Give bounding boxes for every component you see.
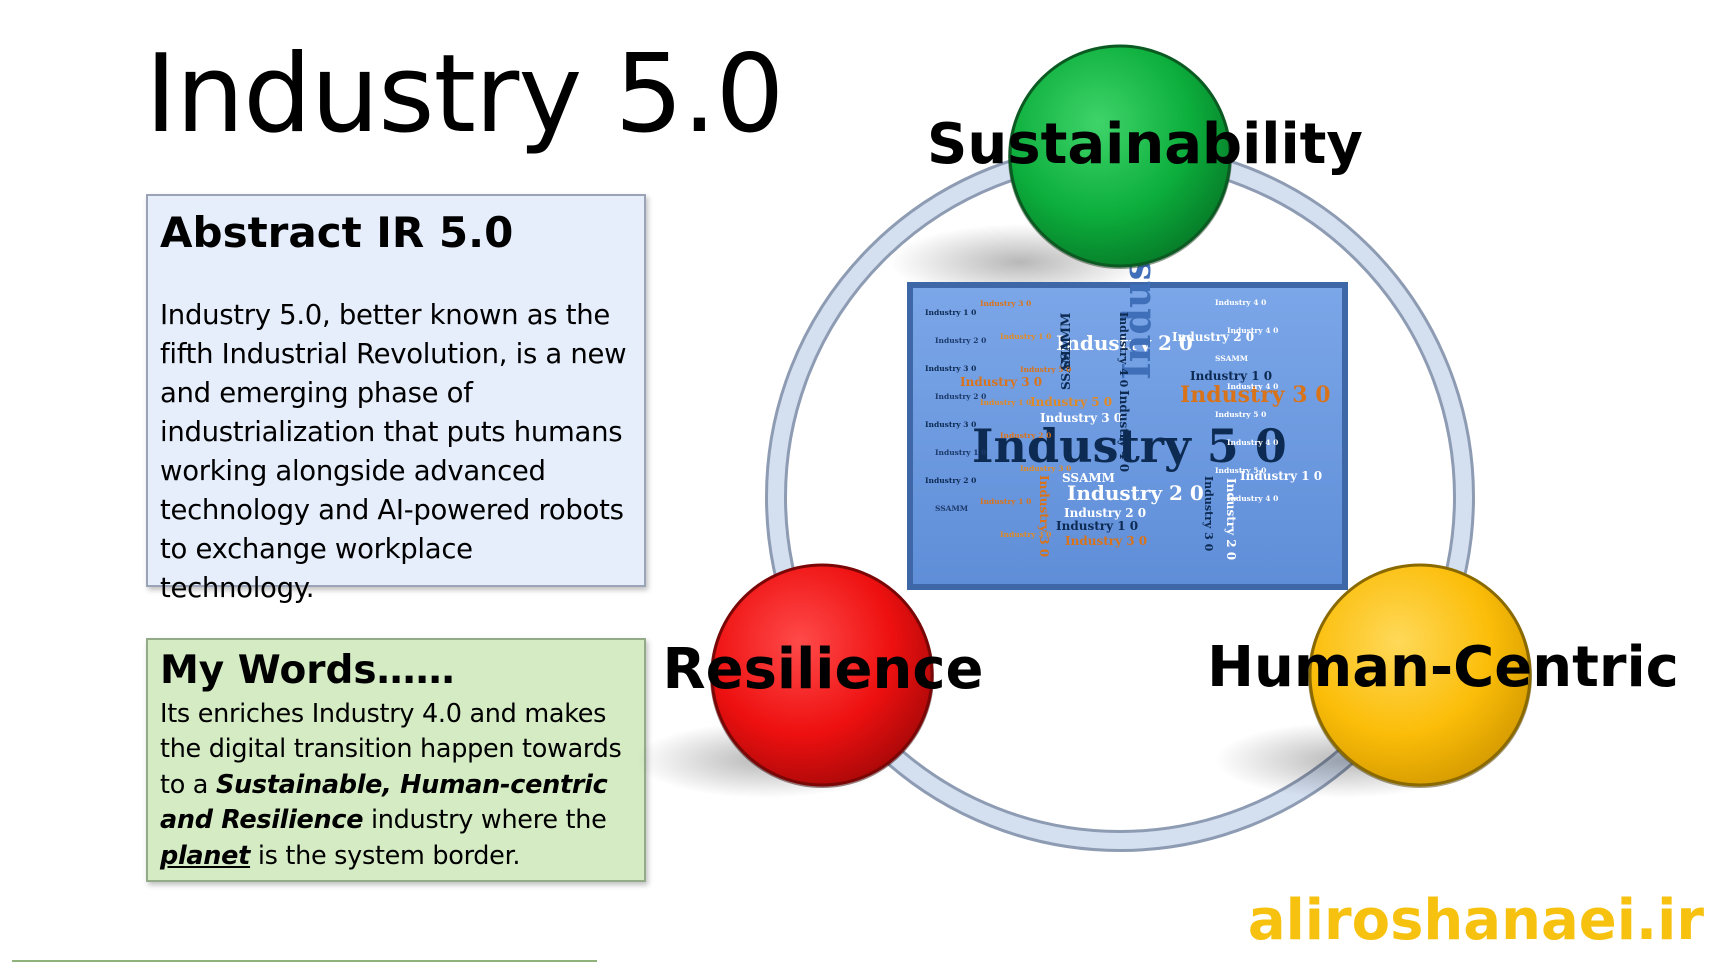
word-cloud-word: Industry 2 0 [1067, 481, 1204, 505]
abstract-body: Industry 5.0, better known as the fifth … [160, 299, 627, 605]
word-cloud-word: Industry 2 0 [925, 476, 976, 485]
word-cloud-word: Industry 1 0 [1056, 519, 1138, 533]
word-cloud-word: Industry 1 0 [925, 308, 976, 317]
word-cloud-word: Industry 5 0 [972, 419, 1287, 473]
word-cloud-word: Industry 3 0 [1000, 530, 1051, 539]
page-title: Industry 5.0 [145, 32, 784, 157]
my-words-text-1: Its enriches Industry 4.0 and makes the … [160, 698, 622, 800]
word-cloud-word: Industry 1 0 [1000, 332, 1051, 341]
human-centric-circle [1308, 563, 1532, 787]
word-cloud-word: SSAMM [1059, 337, 1073, 390]
word-cloud-word: SSAMM [935, 504, 968, 513]
word-cloud-word: Industry 4 0 [1117, 390, 1131, 472]
word-cloud-word: Industry 4 0 [1117, 312, 1130, 388]
resilience-circle [710, 563, 934, 787]
my-words-emphasis: Sustainable, Human-centric and Resilienc… [160, 769, 608, 836]
word-cloud-word: Industry 1 0 [980, 497, 1031, 506]
word-cloud-word: Industry 1 0 [1190, 369, 1272, 383]
word-cloud-word: SSAMM [1059, 313, 1074, 370]
word-cloud-word: Industry 3 0 [980, 299, 1031, 308]
word-cloud-word: Industry 2 0 [935, 392, 986, 401]
word-cloud-word: Industry 2 0 [1064, 506, 1146, 520]
word-cloud-word: Industry 3 0 [1202, 476, 1215, 552]
word-cloud-word: Industry 2 0 [1224, 478, 1238, 560]
word-cloud-background [913, 288, 1342, 584]
word-cloud-word: Industry 4 0 [1215, 298, 1266, 307]
word-cloud-word: SSAMM [1215, 354, 1248, 363]
my-words-heading: My Words…… [160, 648, 455, 693]
word-cloud-word: SSAMM [1062, 471, 1115, 485]
word-cloud-word: Industry 3 0 [960, 375, 1042, 389]
word-cloud-word: Industry 2 0 [935, 336, 986, 345]
word-cloud-word: Industry 5 0 [1030, 395, 1112, 409]
my-words-planet: planet [160, 840, 251, 871]
word-cloud-word: Industry 1 0 [935, 448, 986, 457]
human-centric-label: Human-Centric [1207, 635, 1679, 700]
word-cloud-word: Industry 3 0 [1065, 534, 1147, 548]
sustainability-label: Sustainability [927, 112, 1363, 177]
abstract-heading: Abstract IR 5.0 [160, 208, 514, 257]
word-cloud-word: Industry 2 0 [1172, 330, 1254, 344]
my-words-text-2: industry where the [363, 805, 607, 836]
abstract-box: Abstract IR 5.0 Industry 5.0, better kno… [146, 194, 646, 604]
word-cloud-word: Industry 3 0 [925, 420, 976, 429]
word-cloud-word: Industry 3 0 [925, 364, 976, 373]
word-cloud-word: Industry 4 0 [1227, 326, 1278, 335]
word-cloud-word: Industry 4 0 [1227, 438, 1278, 447]
word-cloud-word: Industry 5 0 [1020, 365, 1071, 374]
bottom-divider [12, 960, 597, 962]
word-cloud-word: Industry 5 0 [1215, 466, 1266, 475]
word-cloud-word: Industry 2 0 [1000, 431, 1051, 440]
word-cloud-word: Industry 1 0 [980, 398, 1031, 407]
word-cloud-word: Industry 3 0 [1037, 475, 1051, 557]
resilience-label: Resilience [662, 637, 983, 702]
word-cloud-word: Industry 3 0 [1040, 411, 1122, 425]
sustainability-circle [1008, 44, 1232, 268]
word-cloud-word: Industry 5 0 [1215, 410, 1266, 419]
word-cloud-word: Industry 3 0 [1180, 382, 1331, 408]
my-words-body: Its enriches Industry 4.0 and makes the … [160, 697, 632, 875]
website-watermark: aliroshanaei.ir [1247, 888, 1704, 953]
word-cloud-word: Industry 4 0 [1227, 494, 1278, 503]
word-cloud-word: Industry 2 0 [1056, 331, 1193, 355]
word-cloud-word: Industry 4 0 [1227, 382, 1278, 391]
word-cloud-word: Industry 3 0 [1020, 464, 1071, 473]
my-words-text-3: is the system border. [250, 840, 521, 871]
word-cloud-word: Industry 1 0 [1240, 469, 1322, 483]
